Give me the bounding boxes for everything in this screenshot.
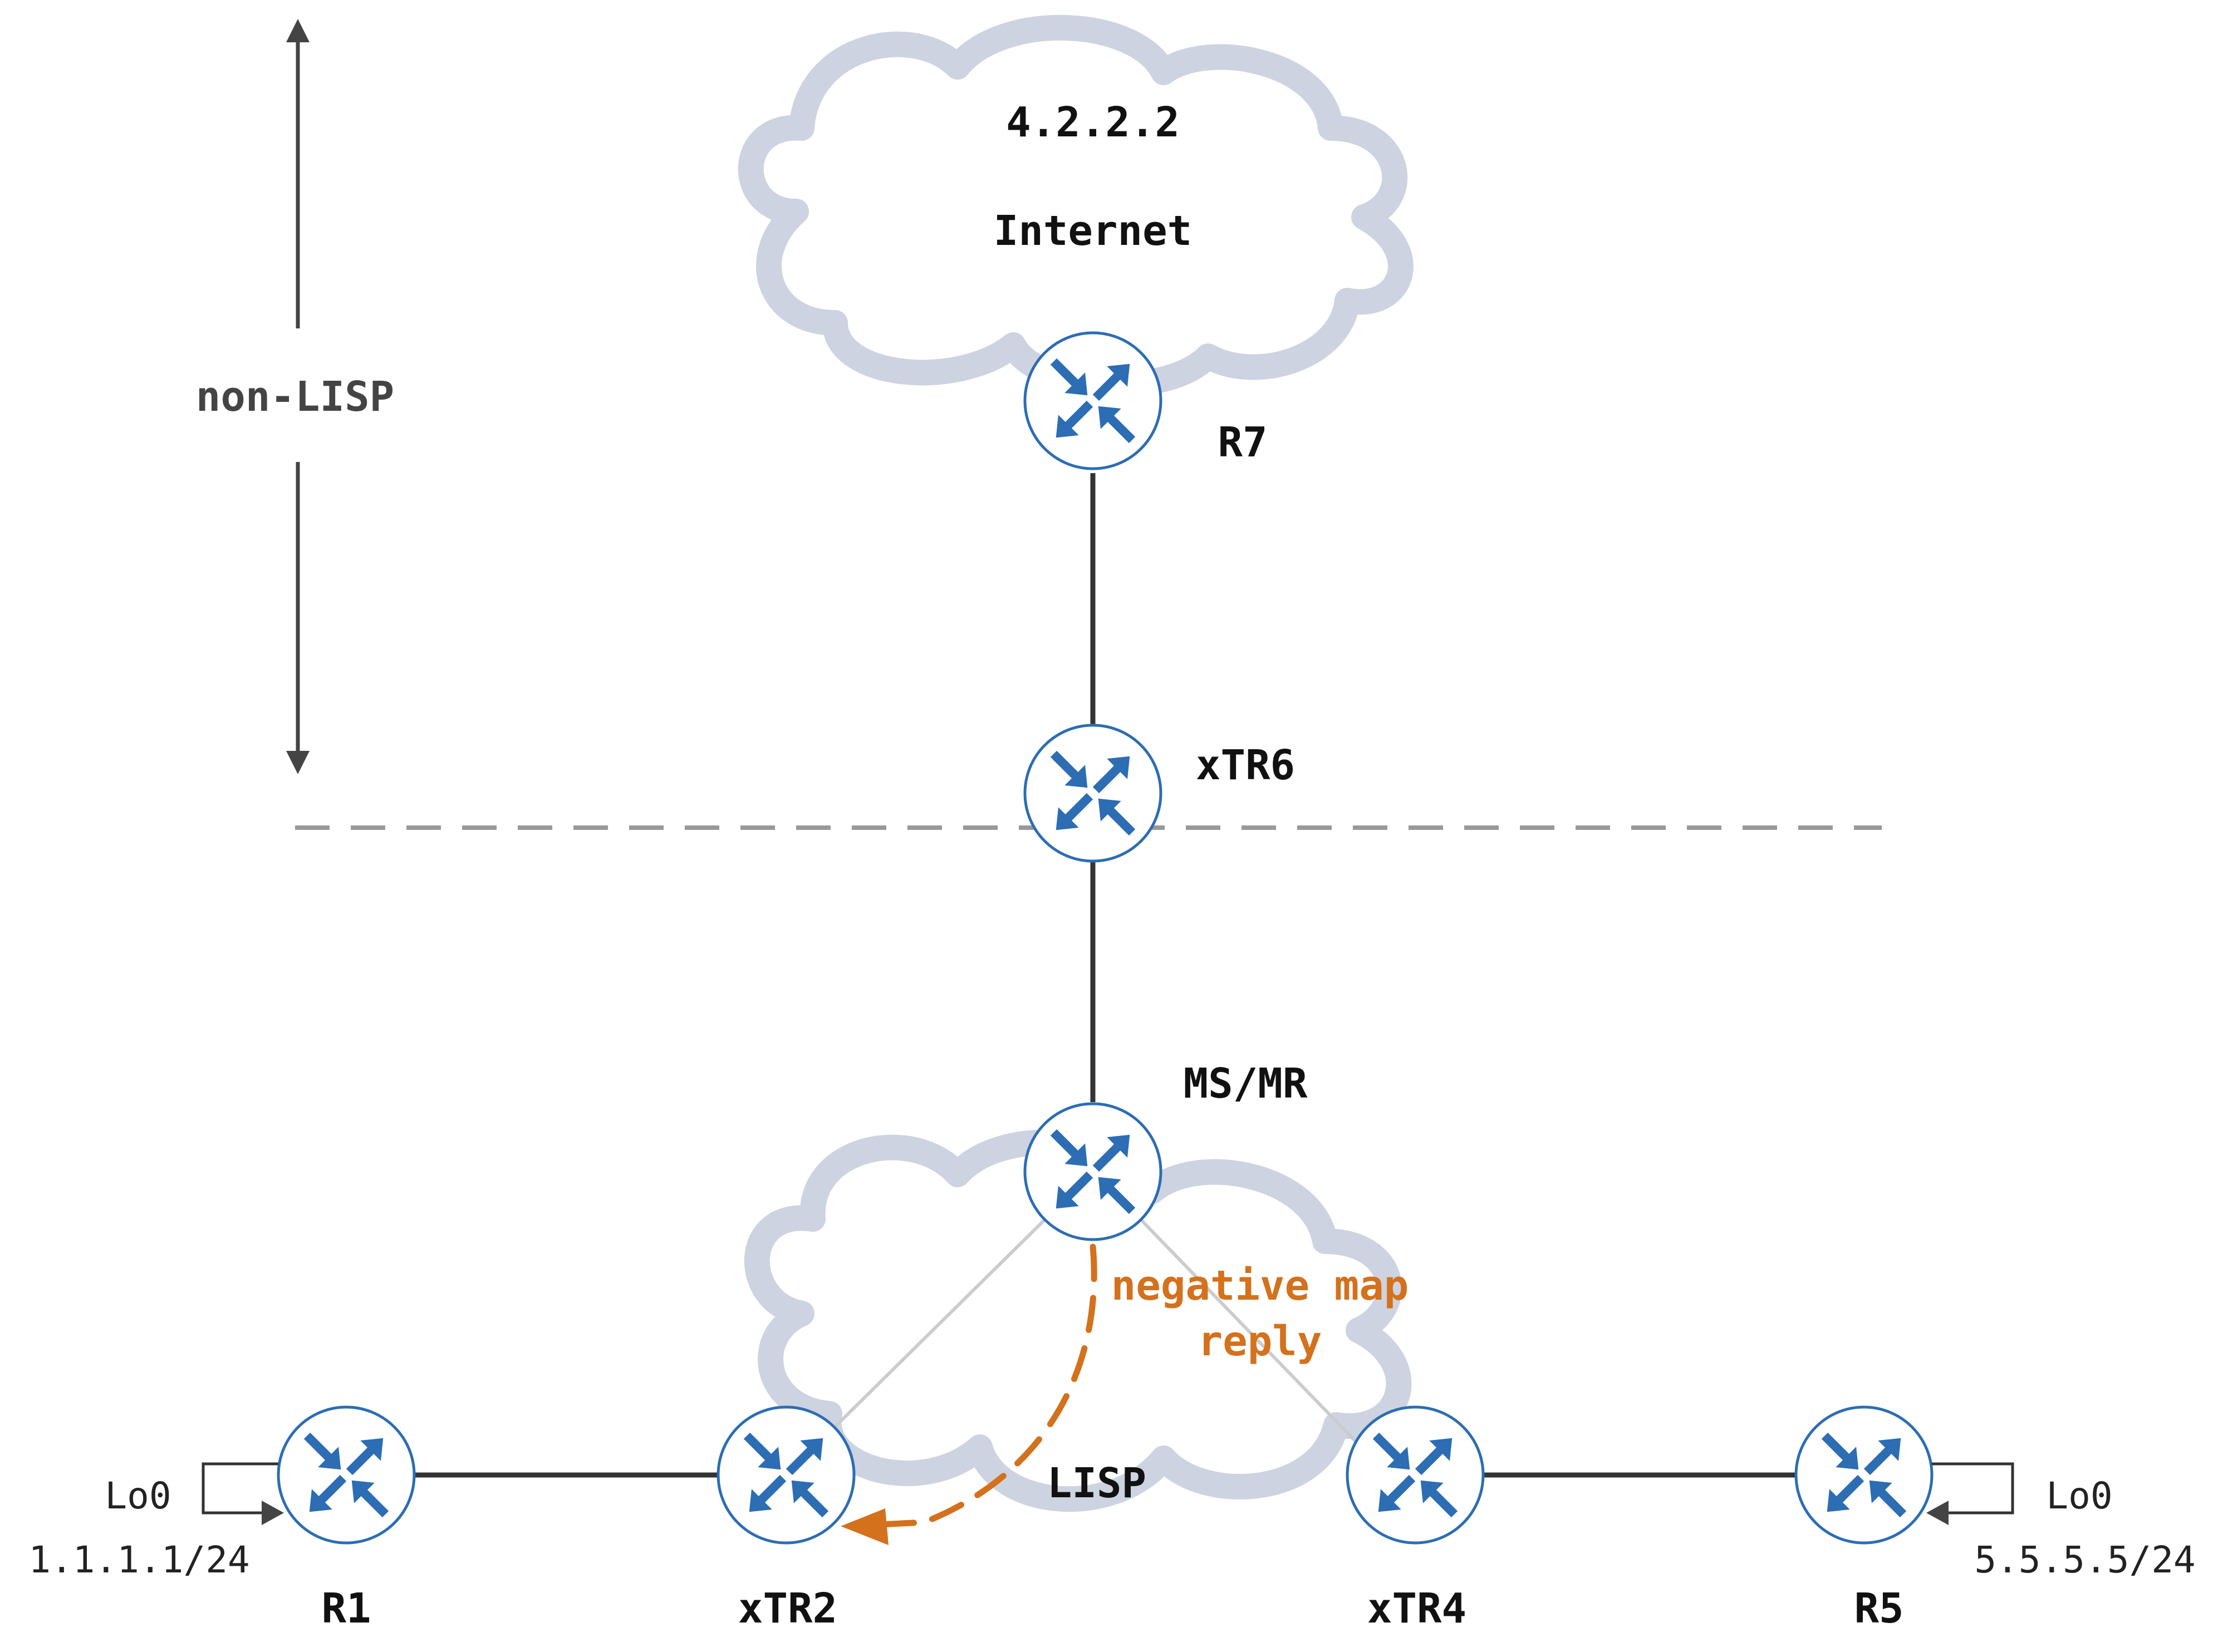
- router-r1[interactable]: [278, 1407, 414, 1543]
- router-label-xtr2: xTR2: [738, 1585, 837, 1633]
- internet-cloud: [738, 14, 1414, 397]
- lisp-cloud-title: LISP: [1047, 1459, 1146, 1507]
- router-icon: [1347, 1407, 1483, 1543]
- router-icon: [718, 1407, 854, 1543]
- loopback-r1-name: Lo0: [105, 1474, 171, 1517]
- router-xtr2[interactable]: [718, 1407, 854, 1543]
- router-r5[interactable]: [1796, 1407, 1932, 1543]
- router-label-r7: R7: [1218, 419, 1267, 466]
- annotation-line-2: reply: [1198, 1317, 1322, 1365]
- router-label-xtr4: xTR4: [1367, 1585, 1466, 1633]
- router-icon: [1025, 725, 1161, 861]
- router-msmr[interactable]: [1025, 1104, 1161, 1240]
- router-icon: [278, 1407, 414, 1543]
- negative-map-reply-arrowhead: [841, 1508, 889, 1545]
- router-label-r5: R5: [1854, 1585, 1903, 1633]
- loopback-r5: Lo0 5.5.5.5/24: [1926, 1462, 2196, 1581]
- link-msmr-xtr2: [831, 1217, 1047, 1431]
- annotation-line-1: negative map: [1111, 1262, 1409, 1310]
- negative-map-reply: negative map reply: [841, 1243, 1409, 1545]
- lisp-cloud: [744, 1129, 1412, 1512]
- router-r7[interactable]: [1025, 333, 1161, 469]
- zone-label-non-lisp: non-LISP: [196, 373, 394, 421]
- router-xtr6[interactable]: [1025, 725, 1161, 861]
- internet-cloud-title: Internet: [994, 207, 1192, 255]
- links: [415, 473, 1795, 1478]
- router-icon: [1025, 333, 1161, 469]
- negative-map-reply-arrow: [865, 1243, 1097, 1528]
- loopback-r5-address: 5.5.5.5/24: [1974, 1538, 2195, 1581]
- internet-host-label: 4.2.2.2: [1006, 99, 1180, 146]
- loopback-r1-address: 1.1.1.1/24: [28, 1538, 249, 1581]
- router-xtr4[interactable]: [1347, 1407, 1483, 1543]
- router-label-r1: R1: [321, 1585, 371, 1633]
- non-lisp-range-arrow: non-LISP: [196, 19, 394, 774]
- link-msmr-xtr4: [1139, 1217, 1363, 1449]
- router-icon: [1025, 1104, 1161, 1240]
- router-label-xtr6: xTR6: [1196, 741, 1295, 789]
- router-icon: [1796, 1407, 1932, 1543]
- loopback-r1: Lo0 1.1.1.1/24: [28, 1462, 284, 1581]
- router-label-msmr: MS/MR: [1184, 1060, 1308, 1108]
- loopback-r5-name: Lo0: [2046, 1474, 2112, 1517]
